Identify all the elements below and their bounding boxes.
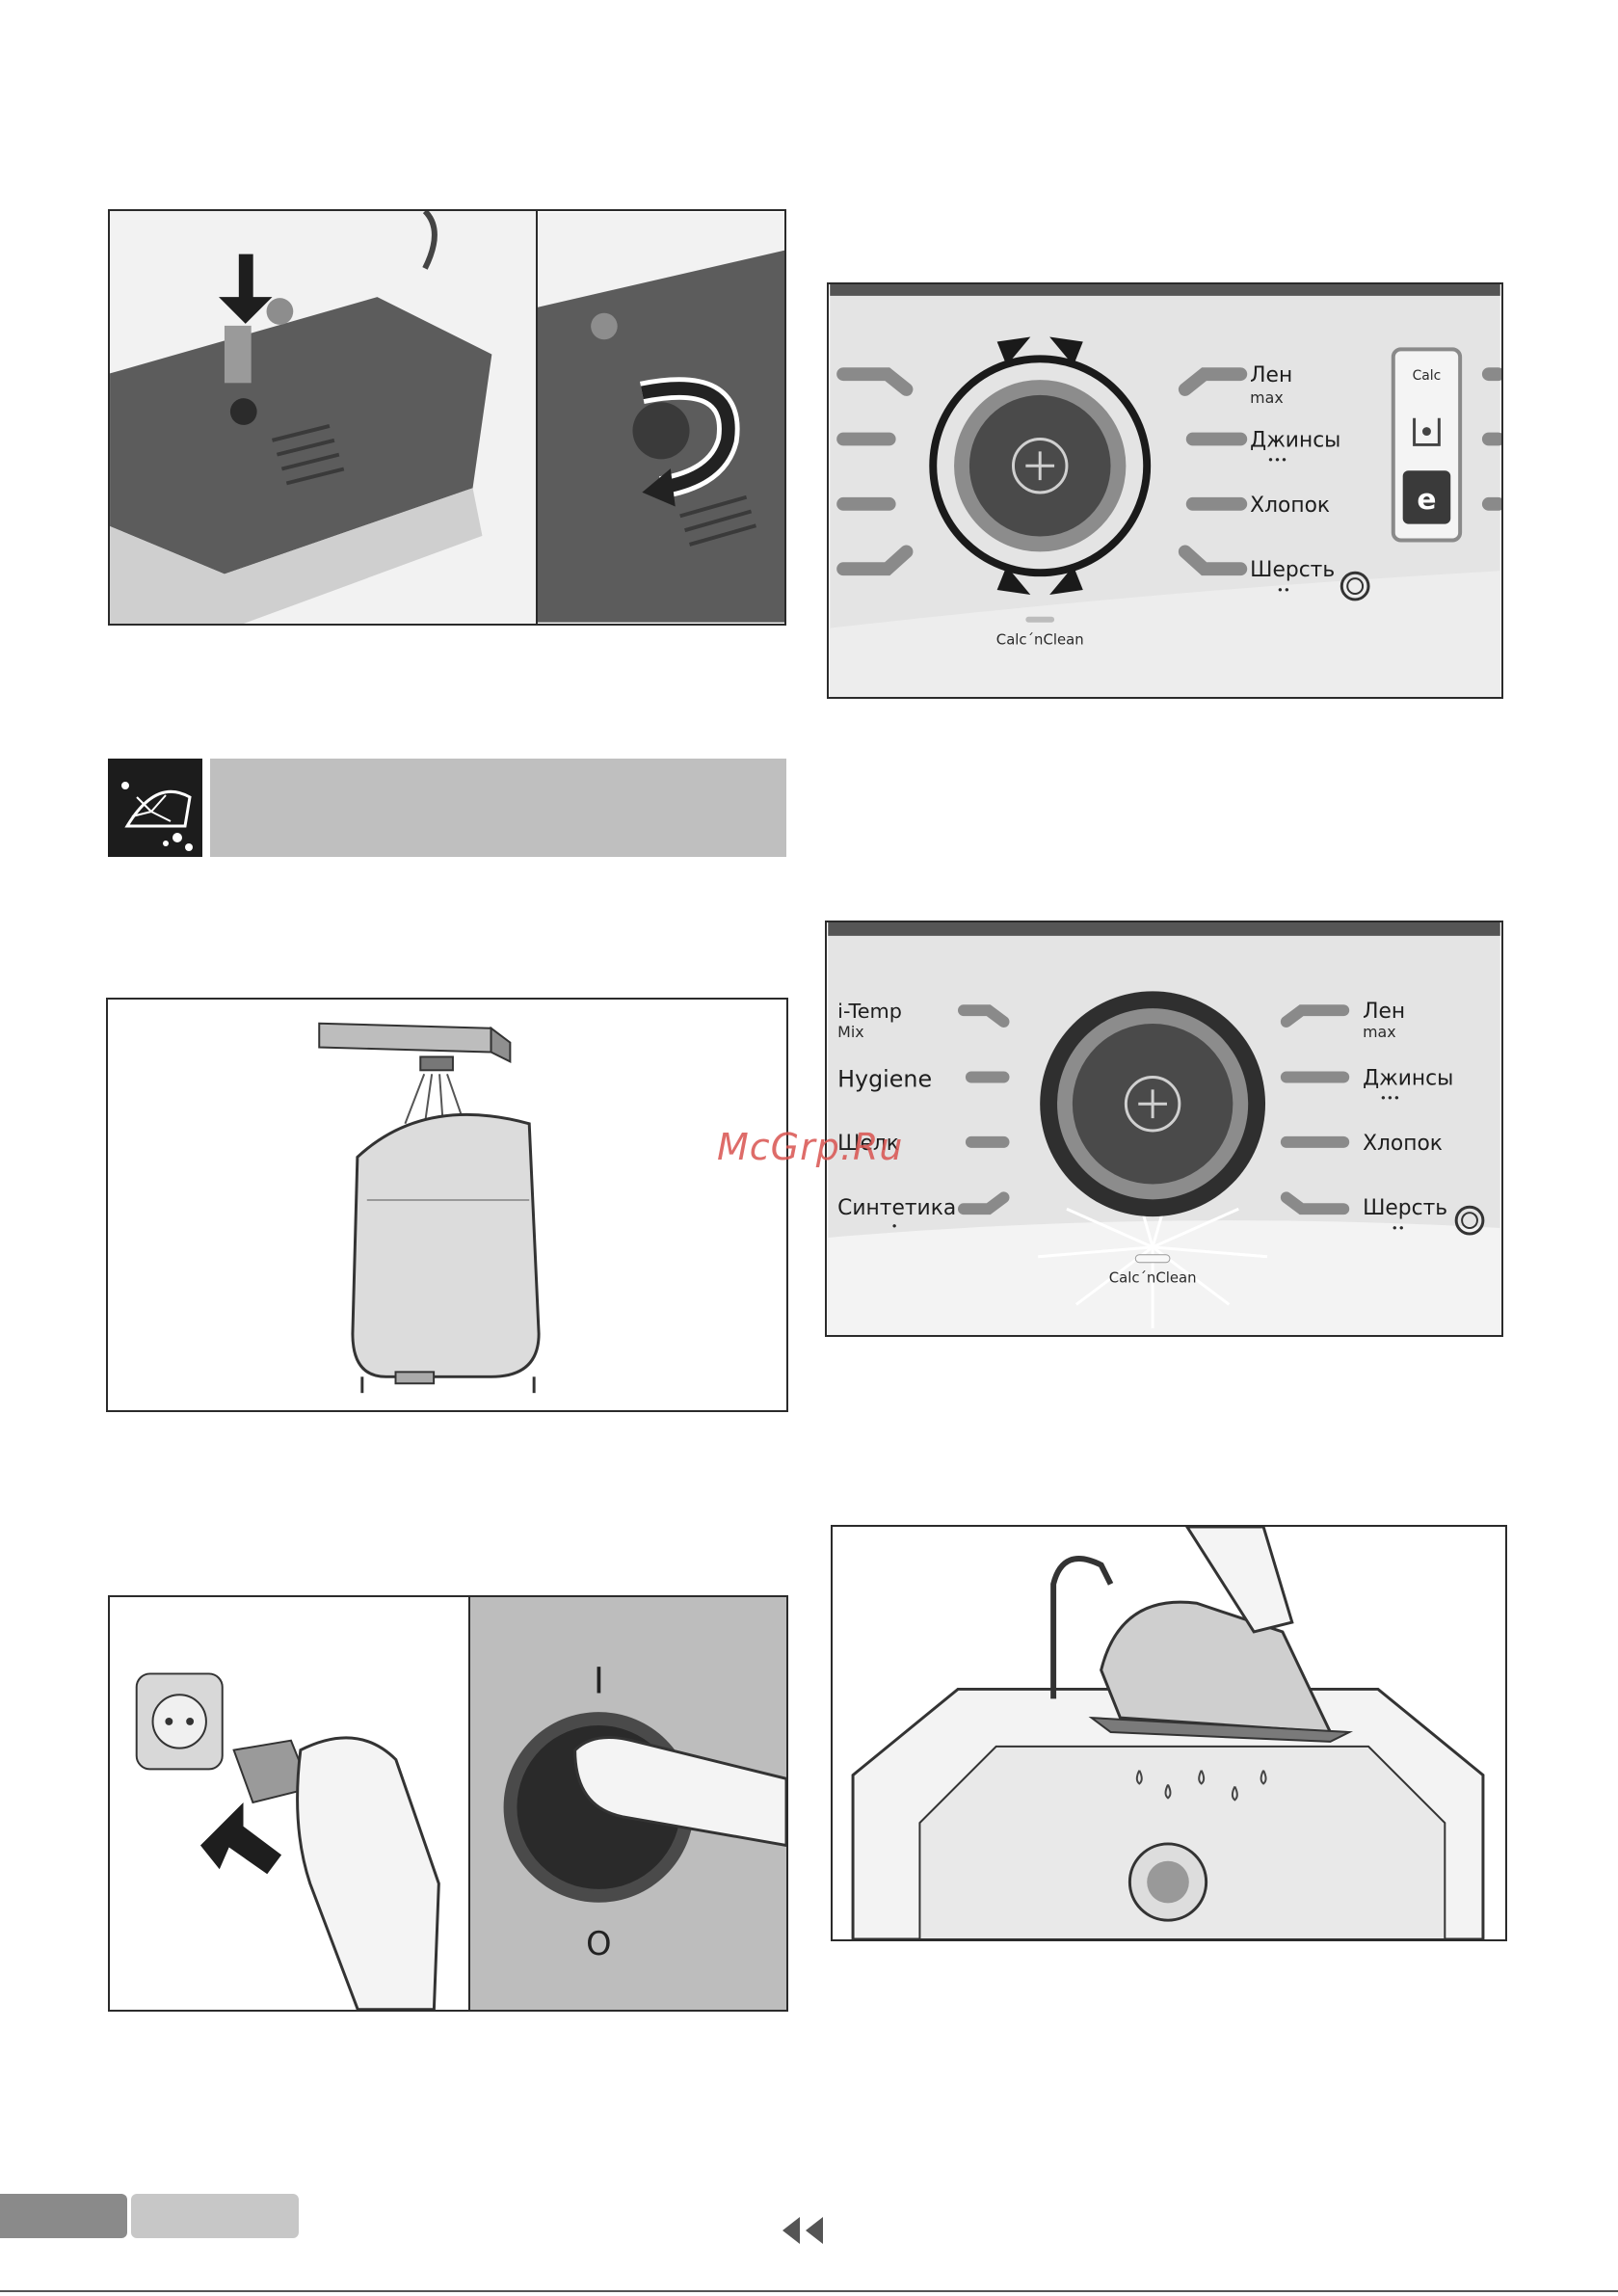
program-linen-sub: max: [1250, 388, 1284, 407]
program-wool: Шерсть: [1363, 1196, 1447, 1220]
iron-base-illustration: [110, 211, 536, 624]
program-jeans: Джинсы: [1250, 428, 1340, 452]
figure-iron-base-valve: [108, 209, 538, 626]
program-linen: Лен: [1250, 363, 1292, 387]
figure-iron-base-rotate: [536, 209, 786, 626]
step-a-marker: [267, 298, 294, 325]
watermark: McGrp.Ru: [717, 1126, 903, 1168]
dial-label: Calc´nClean: [1109, 1269, 1197, 1287]
bottom-rule: [0, 2290, 1618, 2292]
program-jeans-sub: •••: [1380, 1091, 1400, 1105]
program-itemp-sub: Mix: [837, 1023, 863, 1041]
power-switch-illustration: I O: [470, 1597, 786, 2010]
control-panel-rotate-illustration: Calc´nClean Лен max Джинсы ••• Хлопок Ше…: [829, 284, 1501, 697]
program-synthetic-sub: •: [891, 1219, 898, 1233]
switch-off-symbol: O: [586, 1925, 611, 1962]
figure-power-switch: I O: [468, 1595, 788, 2012]
program-wool: Шерсть: [1250, 558, 1335, 582]
program-cotton: Хлопок: [1250, 494, 1330, 518]
section-header: [108, 759, 786, 857]
figure-water-tank: [106, 998, 788, 1412]
program-linen-sub: max: [1363, 1023, 1396, 1041]
page-nav-back-icon[interactable]: [781, 2215, 838, 2246]
control-panel-calc-clean: Calc´nClean i-Temp Mix Hygiene Шелк Синт…: [825, 921, 1503, 1337]
plug-socket-illustration: [110, 1597, 468, 2010]
figure-iron-sink: [831, 1525, 1507, 1941]
footer-tab: [131, 2194, 299, 2238]
program-linen: Лен: [1363, 1000, 1405, 1024]
control-panel-rotate: Calc´nClean Лен max Джинсы ••• Хлопок Ше…: [827, 282, 1503, 699]
rotate-valve-illustration: [538, 211, 784, 624]
program-hygiene: Hygiene: [837, 1065, 932, 1092]
anti-calc-icon: [108, 759, 202, 857]
control-panel-calc-clean-illustration: Calc´nClean i-Temp Mix Hygiene Шелк Синт…: [827, 922, 1501, 1335]
program-jeans-sub: •••: [1267, 453, 1287, 467]
section-title-bar: [210, 759, 786, 857]
eco-button[interactable]: e: [1417, 483, 1436, 517]
program-cotton: Хлопок: [1363, 1132, 1443, 1156]
program-wool-sub: ••: [1277, 583, 1290, 597]
iron-sink-illustration: [833, 1527, 1505, 1939]
program-wool-sub: ••: [1392, 1221, 1405, 1235]
figure-plug-socket: [108, 1595, 470, 2012]
calc-button-label[interactable]: Calc: [1413, 368, 1442, 384]
switch-on-symbol: I: [594, 1659, 604, 1701]
step-b-marker: [591, 313, 618, 340]
program-jeans: Джинсы: [1363, 1066, 1453, 1090]
program-synthetic: Синтетика: [837, 1196, 956, 1220]
footer-tab-active: [0, 2194, 127, 2238]
dial-label: Calc´nClean: [996, 631, 1084, 649]
water-tank-illustration: [108, 1000, 786, 1410]
program-itemp: i-Temp: [837, 1000, 902, 1023]
